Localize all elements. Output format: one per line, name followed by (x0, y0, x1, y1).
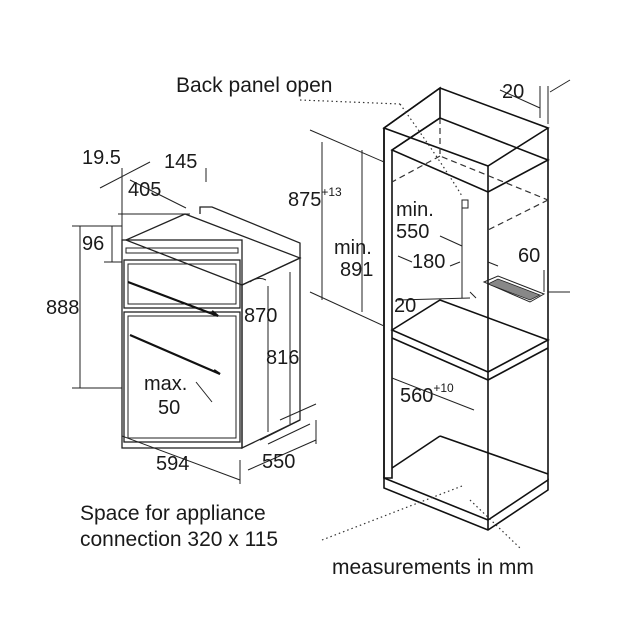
dim-145: 145 (164, 151, 197, 173)
dim-min-891-value: 891 (340, 259, 373, 281)
dim-875-value: 875 (288, 189, 321, 211)
oven-dimension-lines (72, 161, 317, 484)
dim-96: 96 (82, 233, 104, 255)
dim-405: 405 (128, 179, 161, 201)
dim-560-value: 560 (400, 385, 433, 407)
caption-back-panel: Back panel open (176, 74, 332, 97)
dim-min-891-label: min. (334, 237, 372, 259)
dim-20-top: 20 (502, 81, 524, 103)
caption-measurements: measurements in mm (332, 556, 534, 579)
dim-875: 875+13 (288, 185, 342, 211)
dim-560-tolerance: +10 (433, 381, 454, 395)
caption-space-line-2: connection 320 x 115 (80, 528, 278, 551)
dim-20-bottom: 20 (394, 295, 416, 317)
dim-max-label: max. (144, 373, 187, 395)
dim-19-5: 19.5 (82, 147, 121, 169)
dim-min-550-label: min. (396, 199, 434, 221)
cabinet-drawing (382, 86, 550, 531)
dim-550-depth: 550 (262, 451, 295, 473)
back-panel-leader (299, 99, 401, 105)
dim-888: 888 (46, 297, 79, 319)
appliance-space-leader (321, 485, 463, 541)
dim-560: 560+10 (400, 381, 454, 407)
dim-60: 60 (518, 245, 540, 267)
oven-drawing (121, 206, 311, 450)
dim-875-tolerance: +13 (321, 185, 342, 199)
caption-space-line-1: Space for appliance (80, 502, 266, 525)
dim-min-550-value: 550 (396, 221, 429, 243)
dim-max-value: 50 (158, 397, 180, 419)
dim-594: 594 (156, 453, 189, 475)
dim-816: 816 (266, 347, 299, 369)
measurements-leader (469, 499, 521, 549)
cabinet-dimension-lines (309, 79, 571, 411)
back-panel-leader-2 (399, 103, 463, 197)
dim-180: 180 (412, 251, 445, 273)
dim-870: 870 (244, 305, 277, 327)
